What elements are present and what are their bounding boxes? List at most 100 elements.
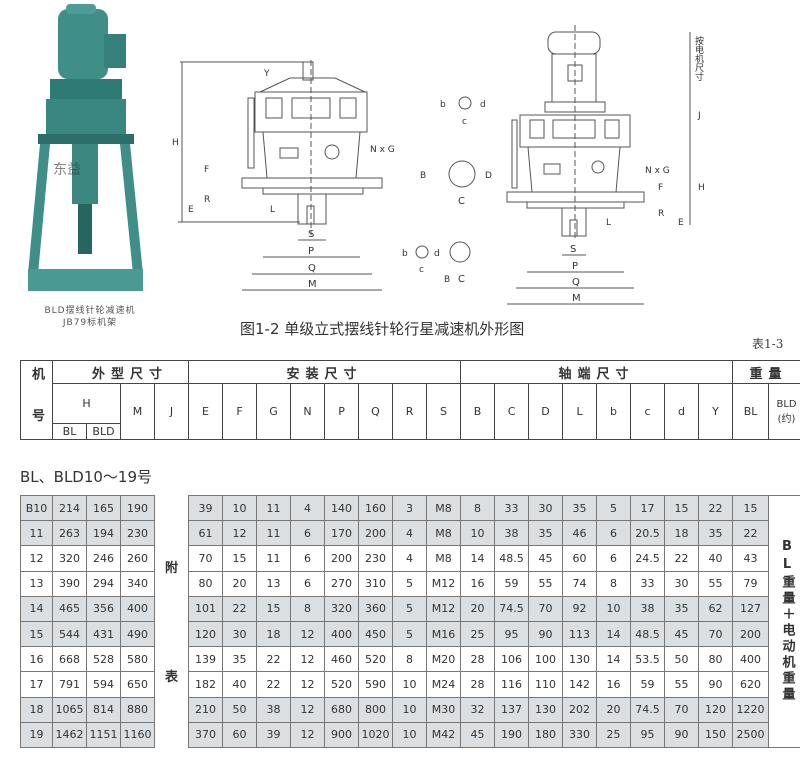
value-cell: 330 [562,721,597,748]
dim-b: b [440,100,446,110]
value-cell: 12 [290,620,325,648]
value-cell: 40 [222,671,257,698]
value-cell: 116 [494,671,529,698]
value-cell: 142 [562,671,597,698]
dim-P: P [308,246,314,257]
value-cell: M16 [426,620,461,648]
header-S: S [426,383,462,440]
value-cell: 50 [222,696,257,723]
value-cell: 310 [358,570,393,597]
header-R: R [392,383,428,440]
value-cell: 55 [664,671,699,698]
value-cell: 101 [188,595,223,622]
value-cell: 95 [494,620,529,648]
value-cell: 544 [52,620,87,648]
value-cell: M20 [426,646,461,673]
value-cell: 45 [664,620,699,648]
dim-F: F [204,165,209,175]
dim-Q: Q [572,277,580,288]
header-H-BLD: BLD [86,422,121,441]
value-cell: 390 [52,570,87,597]
header-F: F [222,383,258,440]
value-cell: 80 [698,646,733,673]
value-cell: 4 [392,545,427,572]
header-J: J [153,383,190,440]
header-shaft-d: d [664,383,700,440]
dim-F: F [658,183,663,193]
value-cell: 10 [222,494,257,522]
header-H: H [52,383,121,424]
value-cell: 55 [528,570,563,597]
value-cell: 15 [222,545,257,572]
value-cell: 620 [732,671,769,698]
value-cell: M8 [426,520,461,547]
photo-caption: BLD摆线针轮减速机 JB79标机架 [20,305,160,329]
drawing-reducer-with-motor: 按电机尺寸 J H N x G F R E L S P Q M b c d B … [420,20,740,314]
header-shaft-c: c [630,383,666,440]
value-cell: 22 [222,595,257,622]
value-cell: 150 [698,721,733,748]
value-cell: 30 [664,570,699,597]
value-cell: 340 [120,570,155,597]
value-cell: 230 [120,520,155,547]
value-cell: 190 [120,494,155,522]
value-cell: 45 [460,721,495,748]
value-cell: 20 [222,570,257,597]
value-cell: 22 [256,646,291,673]
model-cell: 13 [20,570,53,597]
value-cell: 38 [256,696,291,723]
value-cell: 450 [358,620,393,648]
value-cell: 20.5 [630,520,665,547]
value-cell: 11 [256,494,291,522]
value-cell: 230 [358,545,393,572]
dim-motor-size: 按电机尺寸 [693,35,704,81]
value-cell: 294 [86,570,121,597]
value-cell: 70 [528,595,563,622]
bld-weight-note: BL重量＋电动机重量 [768,495,800,748]
value-cell: 650 [120,671,155,698]
dim-d: d [480,100,486,110]
value-cell: 1065 [52,696,87,723]
value-cell: 15 [256,595,291,622]
value-cell: 48.5 [630,620,665,648]
value-cell: 4 [392,520,427,547]
value-cell: 1020 [358,721,393,748]
dim-S: S [308,229,314,240]
value-cell: 431 [86,620,121,648]
value-cell: 35 [664,595,699,622]
value-cell: 1462 [52,721,87,748]
value-cell: 22 [256,671,291,698]
value-cell: 880 [120,696,155,723]
value-cell: 130 [528,696,563,723]
value-cell: 15 [664,494,699,522]
value-cell: 10 [392,671,427,698]
header-shaft-D: D [528,383,564,440]
value-cell: 25 [596,721,631,748]
dim-C: C [458,274,465,285]
value-cell: 22 [698,494,733,522]
value-cell: M24 [426,671,461,698]
value-cell: 3 [392,494,427,522]
value-cell: 62 [698,595,733,622]
value-cell: 39 [188,494,223,522]
value-cell: 190 [494,721,529,748]
value-cell: 11 [256,520,291,547]
value-cell: 528 [86,646,121,673]
model-cell: 18 [20,696,53,723]
value-cell: 90 [528,620,563,648]
header-model: 机 号 [20,360,53,440]
value-cell: 40 [698,545,733,572]
dim-B: B [420,171,426,181]
value-cell: 55 [698,570,733,597]
value-cell: M12 [426,595,461,622]
header-shaft-C: C [494,383,530,440]
value-cell: 35 [698,520,733,547]
value-cell: 140 [324,494,359,522]
dim-D: D [485,171,492,181]
value-cell: 25 [460,620,495,648]
value-cell: 79 [732,570,769,597]
